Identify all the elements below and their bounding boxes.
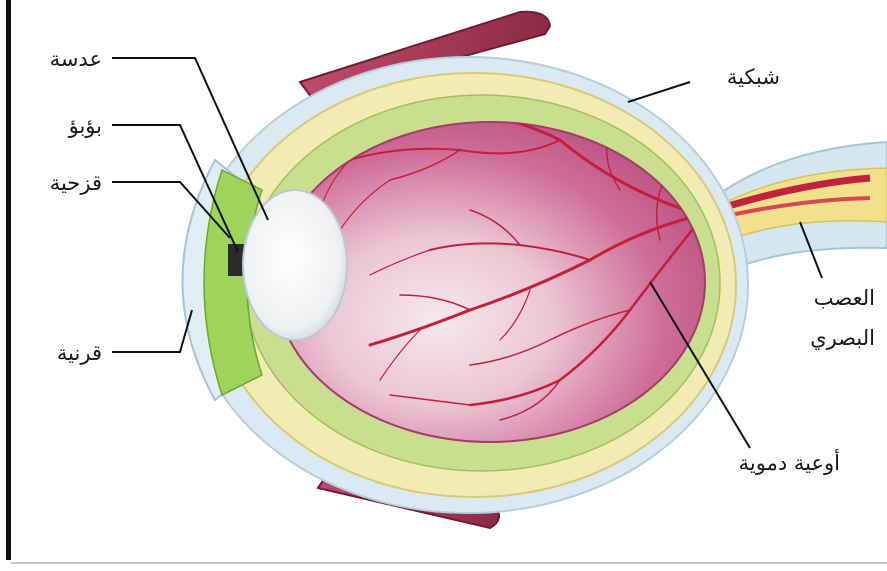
leader-cornea [112,310,192,352]
frame-border-left [6,0,11,560]
leader-retina [628,82,690,102]
lens [243,190,347,340]
label-cornea: قرنية [57,341,102,365]
label-retina: شبكية [727,65,780,89]
label-pupil: بؤبؤ [68,114,102,138]
label-lens: عدسة [50,47,102,71]
label-iris: قزحية [50,171,102,195]
label-optic-nerve-line1: العصب [814,286,875,310]
label-optic-nerve-line2: البصري [810,326,875,350]
label-blood-vessels: أوعية دموية [739,449,840,475]
